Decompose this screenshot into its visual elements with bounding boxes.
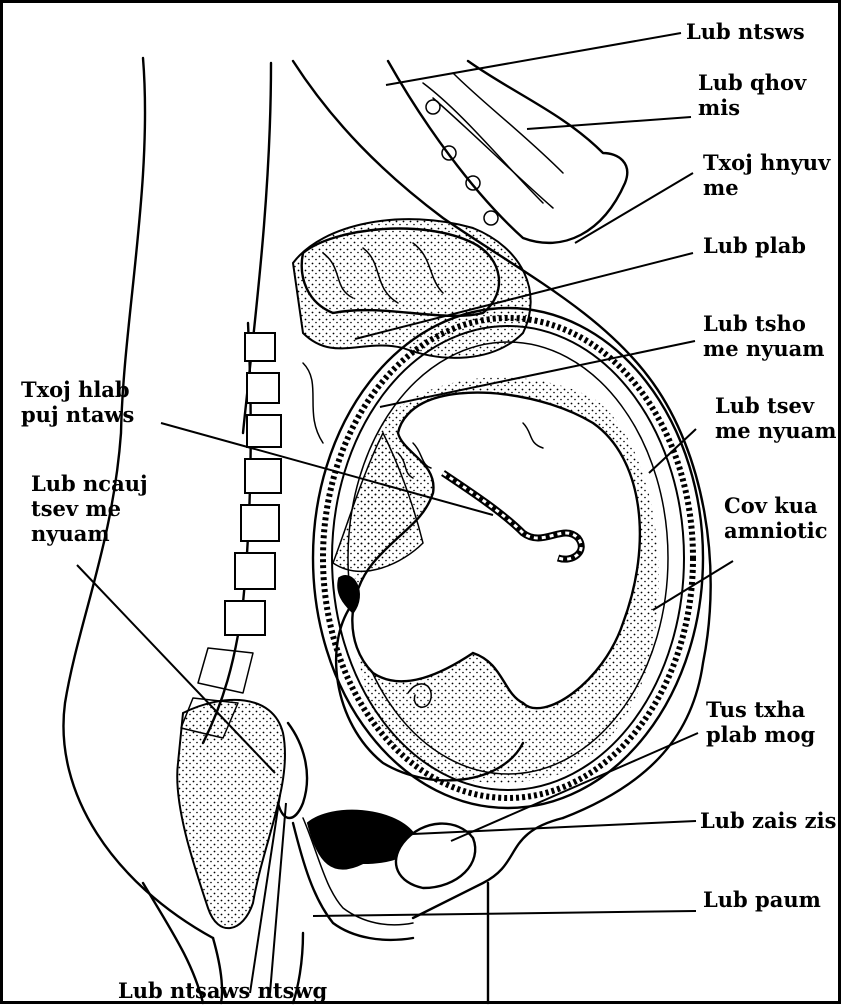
label-line: Lub qhov — [698, 70, 806, 95]
label-line: Lub paum — [703, 887, 821, 912]
label-line: me nyuam — [715, 418, 836, 443]
label-line: Txoj hlab — [21, 377, 134, 402]
label-line: plab mog — [706, 722, 815, 747]
label-lub-tsev-me-nyuam: Lub tsev me nyuam — [715, 393, 836, 443]
label-line: puj ntaws — [21, 402, 134, 427]
leader-txoj-hnyuv-me — [575, 173, 693, 243]
label-line: Lub tsev — [715, 393, 836, 418]
label-line: me nyuam — [703, 336, 824, 361]
label-lub-ncauj-tsev-me-nyuam: Lub ncauj tsev me nyuam — [31, 471, 148, 546]
label-line: Lub zais zis — [700, 808, 836, 833]
leader-lub-ntsaws-ntswg-b — [270, 803, 286, 993]
label-lub-ntsws: Lub ntsws — [686, 19, 805, 44]
label-lub-zais-zis: Lub zais zis — [700, 808, 836, 833]
label-lub-tsho-me-nyuam: Lub tsho me nyuam — [703, 311, 824, 361]
leader-lub-paum — [313, 911, 696, 916]
label-txoj-hlab-puj-ntaws: Txoj hlab puj ntaws — [21, 377, 134, 427]
leader-lub-ntsws — [386, 33, 681, 85]
spine — [181, 323, 281, 743]
label-lub-qhov-mis: Lub qhov mis — [698, 70, 806, 120]
label-line: Lub ntsws — [686, 19, 805, 44]
label-cov-kua-amniotic: Cov kua amniotic — [724, 493, 828, 543]
label-line: Lub ncauj — [31, 471, 148, 496]
label-txoj-hnyuv-me: Txoj hnyuv me — [703, 150, 830, 200]
rectum — [177, 700, 285, 928]
leader-cov-kua-amniotic — [653, 561, 733, 610]
label-lub-plab: Lub plab — [703, 233, 806, 258]
leader-lub-qhov-mis — [527, 117, 691, 129]
label-line: me — [703, 175, 830, 200]
label-line: nyuam — [31, 521, 148, 546]
label-line: Txoj hnyuv — [703, 150, 830, 175]
label-line: Lub ntsaws ntswg — [118, 978, 327, 1003]
label-line: Lub tsho — [703, 311, 824, 336]
label-line: amniotic — [724, 518, 828, 543]
label-lub-paum: Lub paum — [703, 887, 821, 912]
label-line: Tus txha — [706, 697, 815, 722]
leader-lub-ncauj-tsev-me-nyuam — [77, 565, 275, 773]
breast — [388, 61, 627, 243]
label-line: tsev me — [31, 496, 148, 521]
label-lub-ntsaws-ntswg: Lub ntsaws ntswg — [118, 978, 327, 1003]
label-line: mis — [698, 95, 806, 120]
label-line: Cov kua — [724, 493, 828, 518]
label-tus-txha-plab-mog: Tus txha plab mog — [706, 697, 815, 747]
label-line: Lub plab — [703, 233, 806, 258]
